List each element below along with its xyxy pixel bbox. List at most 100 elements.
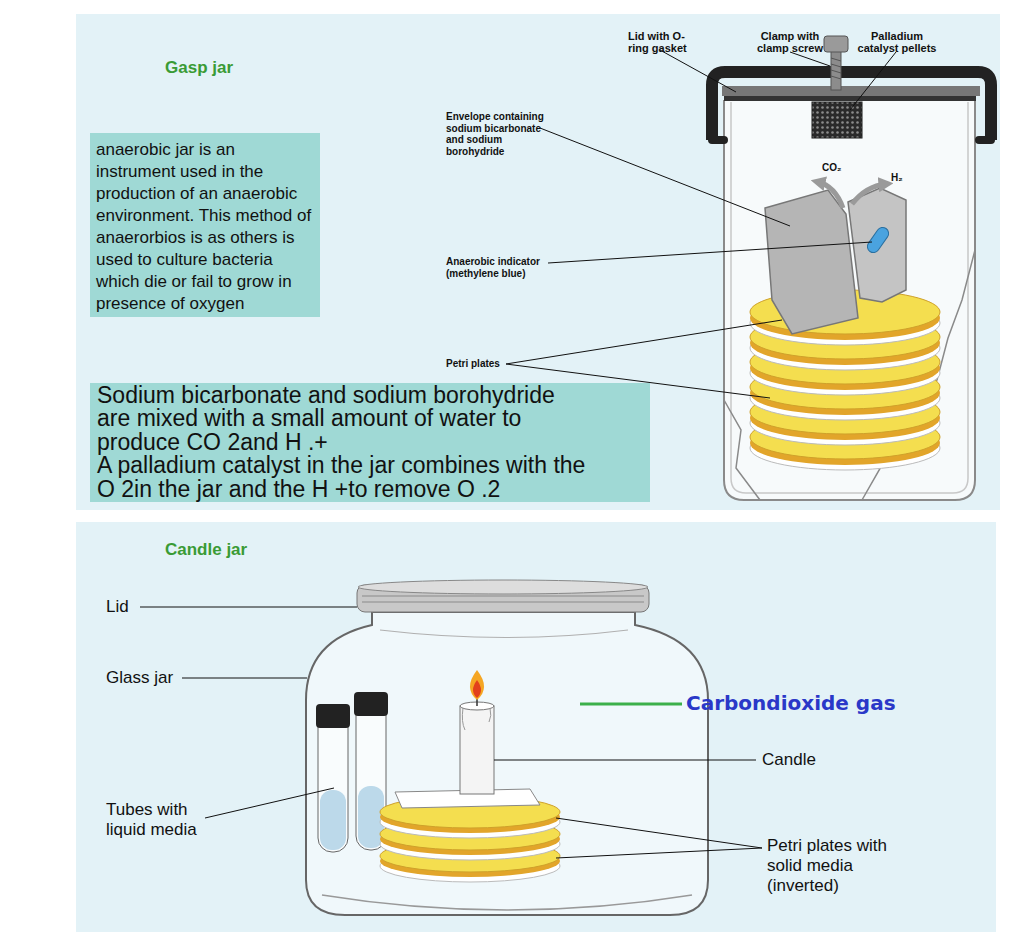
leader-line [790, 52, 830, 66]
part-label: Lid with O-ring gasket [628, 30, 703, 54]
tube-cap [316, 704, 350, 728]
test-tube [316, 692, 388, 852]
panel-title: Gasp jar [165, 58, 233, 78]
candle-body [460, 706, 494, 794]
part-label: Lid [106, 597, 166, 617]
plate-rim [380, 801, 560, 833]
part-label: Palladium catalyst pellets [852, 30, 942, 54]
plate-gap [750, 326, 940, 370]
screw-knob [824, 36, 848, 52]
candle-drip [462, 708, 490, 730]
jar-shoulder-line [380, 630, 628, 638]
leader-line [182, 678, 307, 679]
part-label: Glass jar [106, 668, 206, 688]
leader-lines [140, 607, 762, 858]
clamp-hook [712, 136, 991, 144]
plate-rim [750, 371, 940, 415]
part-label: Tubes with liquid media [106, 800, 221, 840]
plate-gap [750, 376, 940, 420]
clamp-frame [712, 72, 991, 140]
leader-line [556, 818, 762, 848]
panel-band: Gasp jar anaerobic jar is an instrument u… [76, 14, 1000, 510]
leader-line [506, 320, 782, 364]
plate-rim [380, 845, 560, 877]
panel-title: Candle jar [165, 540, 247, 560]
lid-rim [358, 580, 648, 594]
leader-line [548, 242, 872, 263]
lid-ridges [362, 596, 644, 602]
plate-top [750, 315, 940, 359]
plate-rim [750, 296, 940, 340]
note-box: Sodium bicarbonate and sodium borohydrid… [90, 383, 650, 502]
glass-jar [306, 612, 708, 915]
plate-gap [750, 301, 940, 345]
plate-top [380, 840, 560, 872]
plate-rim [750, 321, 940, 365]
candle-plates [380, 796, 560, 882]
note-text: A palladium catalyst in the jar combines… [97, 454, 597, 501]
screw-thread [831, 58, 841, 79]
plate-gap [750, 401, 940, 445]
part-label: Anaerobic indicator (methylene blue) [446, 256, 550, 279]
plate-rim [750, 396, 940, 440]
candle-card [395, 789, 540, 808]
gas-label: CO₂ [822, 162, 852, 174]
part-label: Clamp with clamp screw [755, 30, 825, 54]
clamp-screw [831, 50, 841, 90]
note-text: Sodium bicarbonate and sodium borohydrid… [97, 384, 574, 454]
part-label: Candle [762, 750, 862, 770]
jar-cutaway [724, 400, 760, 500]
jar-base-line [322, 895, 692, 910]
tube-liquid [320, 790, 346, 850]
gas-envelope [848, 188, 906, 302]
part-label: Petri plates with solid media (inverted) [767, 836, 892, 896]
leader-line [660, 50, 736, 92]
plate-gap [380, 828, 560, 860]
note-text: anaerobic jar is an instrument used in t… [96, 139, 314, 315]
gas-envelope [765, 190, 858, 334]
jar-cutaway [862, 250, 975, 500]
palladium-pellets [812, 102, 862, 138]
tube-cap [354, 692, 388, 716]
leader-line [850, 52, 896, 110]
candle-wick [476, 698, 478, 706]
tube-liquid [358, 786, 384, 848]
co2-marker-line [580, 703, 682, 706]
o-ring-gasket [724, 96, 976, 101]
plate-top [380, 796, 560, 828]
methylene-blue-indicator [865, 225, 891, 255]
plate-rim [380, 823, 560, 855]
gas-arrow [818, 182, 843, 208]
jar-inner-wall [731, 102, 968, 493]
tube-glass [356, 700, 386, 850]
tube-glass [318, 712, 348, 852]
gas-arrow [852, 184, 886, 204]
plate-top [750, 415, 940, 459]
leader-line [556, 848, 762, 858]
plate-rim [750, 346, 940, 390]
leader-line [540, 128, 790, 226]
panel-band: Candle jar [76, 522, 996, 932]
candle-flame [470, 670, 484, 700]
plate-gap [750, 351, 940, 395]
plate-top [750, 365, 940, 409]
candle-top [460, 702, 494, 710]
plate-top [380, 818, 560, 850]
plate-gap [380, 850, 560, 882]
jar-lid [357, 585, 649, 612]
plate-rim [750, 421, 940, 465]
petri-plate-stack [750, 290, 940, 470]
candle-flame-core [473, 680, 481, 698]
gas-label: H₂ [891, 172, 921, 184]
part-label: Envelope containing sodium bicarbonate a… [446, 111, 550, 157]
leader-lines [506, 50, 896, 398]
note-box: anaerobic jar is an instrument used in t… [90, 133, 320, 317]
gas-label: Carbondioxide gas [686, 691, 946, 715]
jar-lid [722, 86, 980, 96]
plate-gap [750, 426, 940, 470]
plate-top [750, 290, 940, 334]
plate-gap [380, 806, 560, 838]
leader-line [140, 607, 357, 608]
